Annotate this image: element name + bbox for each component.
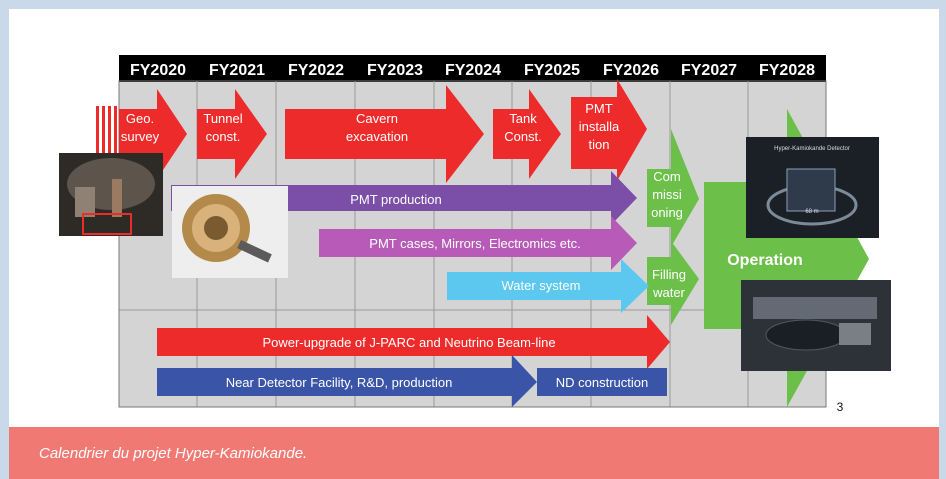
year-label: FY2021 <box>209 62 265 79</box>
caption-bar: Calendrier du projet Hyper-Kamiokande. <box>9 427 939 479</box>
year-label: FY2023 <box>367 62 423 79</box>
page-number: 3 <box>837 400 844 414</box>
facility-photo <box>741 280 891 371</box>
arrow-tank <box>493 89 561 179</box>
task-label: PMT cases, Mirrors, Electromics etc. <box>369 236 580 251</box>
task-label: PMT production <box>350 192 442 207</box>
year-header-bar <box>119 55 826 82</box>
task-label: ND construction <box>556 375 648 390</box>
task-label: Cavern <box>356 111 398 126</box>
year-label: FY2026 <box>603 62 659 79</box>
task-label: Water system <box>502 278 581 293</box>
task-label: Tank <box>509 111 537 126</box>
detector-image: Hyper-Kamiokande Detector 68 m <box>746 137 879 238</box>
year-label: FY2025 <box>524 62 580 79</box>
year-label: FY2022 <box>288 62 344 79</box>
arrow-filling-water <box>647 241 699 325</box>
task-label: const. <box>206 129 241 144</box>
task-label: Tunnel <box>203 111 242 126</box>
timeline-diagram: FY2020 FY2021 FY2022 FY2023 FY2024 FY202… <box>59 55 891 414</box>
task-label-operation: Operation <box>727 252 803 269</box>
arrow-tunnel <box>197 89 267 179</box>
arrow-commissioning <box>647 129 699 247</box>
year-label: FY2027 <box>681 62 737 79</box>
task-label: Geo. <box>126 111 154 126</box>
pmt-photo <box>172 186 288 278</box>
task-label: installa <box>579 119 620 134</box>
year-label: FY2028 <box>759 62 815 79</box>
arrow-water-system <box>447 259 649 313</box>
nd-construction-bar <box>537 368 667 396</box>
slide: FY2020 FY2021 FY2022 FY2023 FY2024 FY202… <box>9 9 939 427</box>
task-label: Const. <box>504 129 542 144</box>
caption-text: Calendrier du projet Hyper-Kamiokande. <box>39 445 308 462</box>
task-label: PMT <box>585 101 613 116</box>
task-label: survey <box>121 129 160 144</box>
arrow-pmt-production <box>171 171 637 225</box>
task-label: Power-upgrade of J-PARC and Neutrino Bea… <box>262 335 555 350</box>
arrow-power-upgrade <box>157 315 670 369</box>
year-label: FY2024 <box>445 62 501 79</box>
arrow-cavern <box>285 85 484 183</box>
year-label: FY2020 <box>130 62 186 79</box>
arrow-pmt-installation <box>571 79 647 181</box>
task-label: water <box>652 285 685 300</box>
detector-title: Hyper-Kamiokande Detector <box>774 146 850 152</box>
arrow-pmt-cases <box>319 216 637 270</box>
task-label: missi <box>652 187 682 202</box>
task-label: Near Detector Facility, R&D, production <box>226 375 453 390</box>
task-label: excavation <box>346 129 408 144</box>
task-label: tion <box>589 137 610 152</box>
detector-dimension: 68 m <box>805 209 818 215</box>
geo-survey-stripes <box>96 106 117 162</box>
task-label: oning <box>651 205 683 220</box>
arrow-near-detector <box>157 355 537 407</box>
cavern-photo <box>59 153 163 236</box>
task-label: Com <box>653 169 680 184</box>
task-label: Filling <box>652 267 686 282</box>
